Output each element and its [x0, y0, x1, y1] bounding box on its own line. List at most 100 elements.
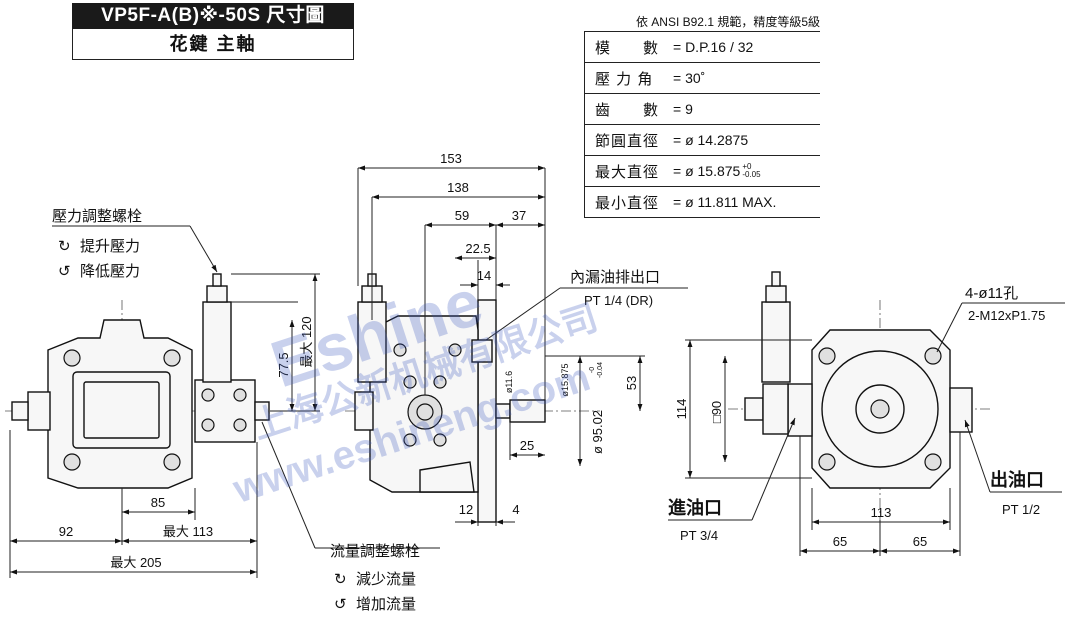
dim-65b: 65	[913, 534, 927, 549]
spec-standard-note: 依 ANSI B92.1 規範，精度等級5級	[635, 15, 820, 29]
spline-spec-table: 依 ANSI B92.1 規範，精度等級5級 模 數 = D.P.16 / 32…	[584, 13, 820, 218]
pressure-adjuster-tower	[202, 301, 232, 383]
bolt-hole	[163, 349, 181, 367]
leader-line	[261, 421, 316, 549]
flow-down-label: 減少流量	[356, 571, 416, 588]
tolerance-stack: +0 -0.05	[742, 163, 760, 179]
dim-25: 25	[520, 438, 534, 453]
flow-screw-head	[744, 397, 764, 421]
pressure-nut	[765, 285, 787, 303]
tolerance-upper: +0	[742, 162, 752, 171]
dim-37: 37	[512, 208, 526, 223]
leader-line	[751, 417, 796, 521]
outlet-size: PT 1/2	[1002, 502, 1040, 517]
inlet-label: 進油口	[668, 497, 722, 518]
dim-53: 53	[624, 376, 639, 390]
tolerance-lower: -0.05	[742, 170, 761, 179]
bolt-hole	[403, 433, 417, 447]
holes-label: 4-ø11孔	[965, 285, 1018, 302]
adjuster-block	[762, 383, 789, 435]
dim-113: 113	[871, 505, 892, 520]
flow-screw-head	[254, 401, 270, 421]
spec-value: = ø 11.811 MAX.	[673, 194, 777, 210]
left-view: 85 92 最大 113 最大 205 77.5 最大 120 壓力調整螺栓 ↻…	[5, 208, 440, 613]
pressure-up-label: 提升壓力	[80, 238, 140, 255]
spec-row-pressure-angle: 壓 力 角 = 30˚	[585, 63, 820, 94]
mounting-hole	[924, 453, 942, 471]
spec-row-pitch-diameter: 節圓直徑 = ø 14.2875	[585, 125, 820, 156]
dim-65a: 65	[833, 534, 847, 549]
mounting-hole	[924, 347, 942, 365]
dim-max205: 最大 205	[110, 555, 161, 570]
spec-name: 模 數	[595, 39, 660, 57]
dim-max113: 最大 113	[163, 524, 213, 539]
spline-shaft	[509, 399, 546, 423]
side-port	[27, 391, 51, 431]
mounting-hole	[818, 347, 836, 365]
bolt-hole	[393, 343, 407, 357]
right-view: 4-ø11孔 2-M12xP1.75 114 □90 113 65 65 進油口…	[668, 271, 1065, 556]
bolt-hole	[403, 375, 417, 389]
spec-value: = ø 14.2875	[673, 132, 749, 148]
flow-screw-label: 流量調整螺栓	[330, 543, 420, 560]
dim-12: 12	[459, 502, 473, 517]
tolerance-lower: -0.04	[597, 362, 604, 378]
flow-adjuster-block	[194, 379, 256, 443]
pressure-adjuster-tower	[761, 301, 791, 383]
spec-name: 齒 數	[595, 101, 660, 119]
dim-22-5: 22.5	[465, 241, 490, 256]
bolt-hole	[201, 388, 215, 402]
dim-85: 85	[151, 495, 165, 510]
dim-92: 92	[59, 524, 73, 539]
leader-line	[964, 419, 991, 493]
spec-rows: 模 數 = D.P.16 / 32 壓 力 角 = 30˚ 齒 數 = 9 節圓…	[584, 31, 820, 218]
dim-4: 4	[512, 502, 519, 517]
leader-line	[936, 302, 963, 353]
bolt-hole	[63, 453, 81, 471]
spec-name: 壓 力 角	[595, 70, 654, 88]
spec-value: = D.P.16 / 32	[673, 39, 754, 55]
rotate-cw-icon: ↻	[58, 238, 71, 255]
dim-77-5: 77.5	[276, 352, 291, 377]
side-port-tip	[11, 401, 29, 421]
bolt-hole	[433, 375, 447, 389]
title-block: VP5F-A(B)※-50S 尺寸圖 花鍵 主軸	[72, 3, 354, 60]
inlet-port-block	[787, 383, 813, 437]
rotate-ccw-icon: ↺	[58, 263, 71, 280]
bolt-hole	[448, 343, 462, 357]
thread-label: 2-M12xP1.75	[968, 308, 1045, 323]
spec-row-min-diameter: 最小直徑 = ø 11.811 MAX.	[585, 187, 820, 218]
spec-value: = ø 15.875	[673, 163, 741, 179]
pressure-screw-label: 壓力調整螺栓	[52, 208, 142, 225]
bolt-hole	[201, 418, 215, 432]
dim-14: 14	[477, 268, 491, 283]
spec-name: 最小直徑	[595, 194, 660, 212]
drain-size: PT 1/4 (DR)	[584, 293, 653, 308]
flow-up-label: 增加流量	[356, 596, 416, 613]
body-window-inner	[83, 381, 160, 439]
rotate-ccw-icon: ↺	[334, 596, 347, 613]
drain-label: 內漏油排出口	[570, 269, 660, 286]
shaft-end	[870, 399, 890, 419]
bolt-hole	[433, 433, 447, 447]
leader-line	[189, 225, 218, 273]
spec-row-module: 模 數 = D.P.16 / 32	[585, 31, 820, 63]
drawing-subtitle: 花鍵 主軸	[72, 29, 354, 60]
spec-value: = 9	[673, 101, 693, 117]
mounting-hole	[818, 453, 836, 471]
dim-sq90: □90	[709, 401, 724, 423]
bolt-hole	[233, 388, 247, 402]
tolerance-upper: -0	[589, 367, 596, 373]
mounting-flange	[477, 299, 497, 523]
inlet-size: PT 3/4	[680, 528, 718, 543]
inlet-boss	[419, 461, 475, 493]
leader-line	[485, 287, 561, 341]
spec-name: 節圓直徑	[595, 132, 660, 150]
pressure-nut	[206, 285, 228, 303]
dim-phi95-02: ø 95.02	[590, 410, 605, 454]
dim-phi15-875: ø15.875	[560, 363, 570, 396]
drain-port	[471, 339, 493, 363]
middle-view: 153 138 59 37 22.5 14 內漏油排出口 PT 1/4 (DR)…	[345, 151, 688, 526]
dim-114: 114	[674, 399, 689, 420]
